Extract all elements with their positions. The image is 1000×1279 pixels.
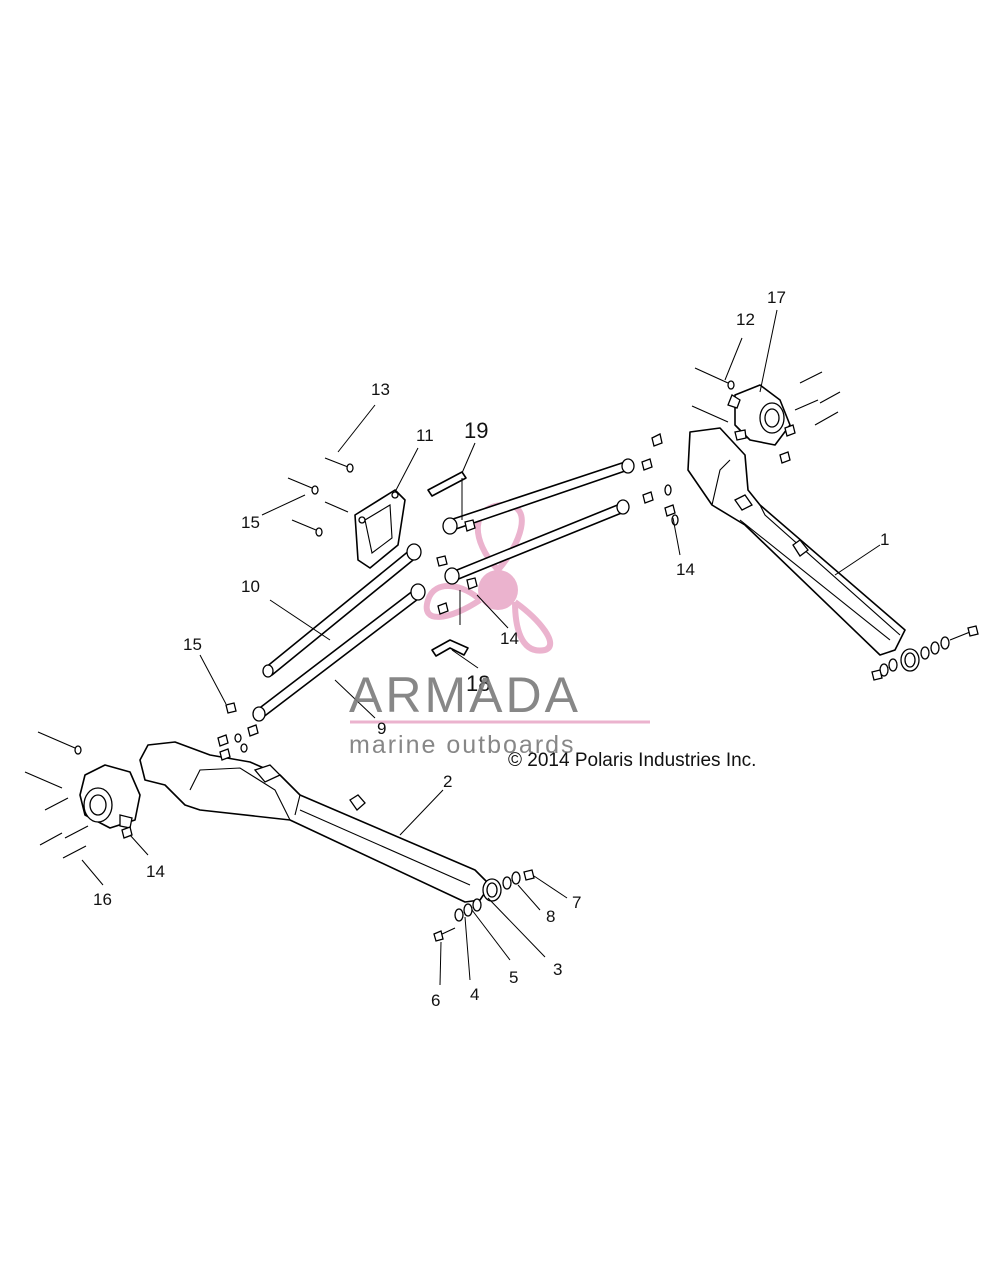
upper-left-link [262,543,422,678]
callout-1: 1 [880,530,889,549]
callout-labels: 1 2 3 4 5 6 7 8 9 10 11 12 13 14 14 14 1… [93,288,889,1010]
callout-6: 6 [431,991,440,1010]
upper-clip [427,471,467,497]
watermark-subtitle: marine outboards [349,731,576,759]
watermark-title: ARMADA [349,667,581,723]
left-trailing-arm [139,741,502,903]
callout-14-right: 14 [676,560,695,579]
callout-2: 2 [443,772,452,791]
callout-7: 7 [572,893,581,912]
copyright-notice: © 2014 Polaris Industries Inc. [508,750,756,771]
lower-clip [431,639,469,657]
right-bearing-carrier [727,384,791,446]
callout-17: 17 [767,288,786,307]
left-arm-hardware [433,869,535,942]
callout-9: 9 [377,719,386,738]
callout-12: 12 [736,310,755,329]
callout-18: 18 [466,671,490,696]
bracket-bolts [287,457,354,537]
right-knuckle-bolts [691,367,841,464]
left-bearing-carrier [79,764,141,829]
clip-guide-lines [459,478,463,625]
lower-right-link [444,499,630,585]
callout-11: 11 [416,426,434,445]
callout-14-left: 14 [146,862,165,881]
callout-15-lower: 15 [183,635,202,654]
callout-10: 10 [241,577,260,596]
upper-right-link [442,458,635,535]
callout-19: 19 [464,418,488,443]
callout-4: 4 [470,985,479,1004]
callout-8: 8 [546,907,555,926]
callout-3: 3 [553,960,562,979]
left-knuckle-bolts [24,731,133,859]
callout-13: 13 [371,380,390,399]
mounting-bracket [354,489,406,569]
callout-5: 5 [509,968,518,987]
callout-14-center: 14 [500,629,519,648]
link-hardware [217,433,679,761]
right-arm-hardware [871,625,979,681]
lower-left-link [252,583,426,722]
right-trailing-arm [687,427,920,672]
callout-16: 16 [93,890,112,909]
leader-lines [81,309,881,986]
callout-15-upper: 15 [241,513,260,532]
